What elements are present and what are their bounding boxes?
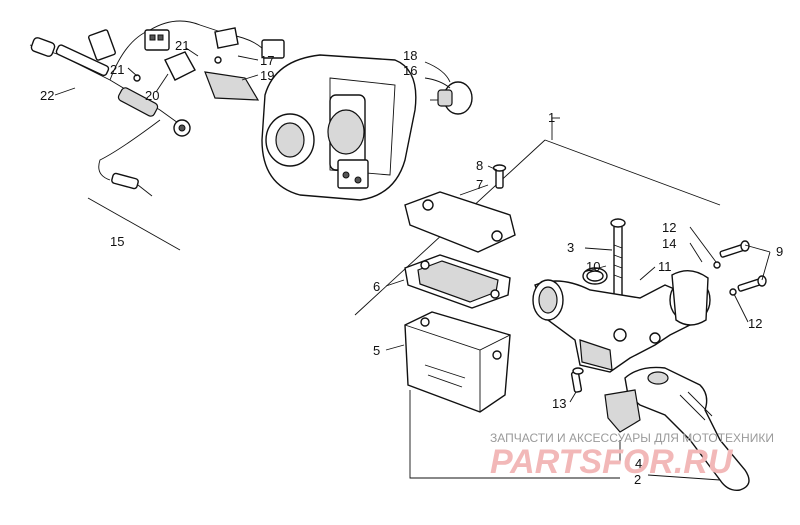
callout-1: 1 (548, 110, 555, 125)
callout-21-left: 21 (110, 62, 124, 77)
callout-18: 18 (403, 48, 417, 63)
callout-21-top: 21 (175, 38, 189, 53)
callout-4: 4 (635, 456, 642, 471)
callout-2: 2 (634, 472, 641, 487)
callout-6: 6 (373, 279, 380, 294)
callout-13: 13 (552, 396, 566, 411)
reservoir-body (404, 311, 511, 413)
callout-8: 8 (476, 158, 483, 173)
brake-lever (604, 366, 750, 491)
switch-housing (261, 54, 417, 201)
callout-22: 22 (40, 88, 54, 103)
callout-labels: 1 2 3 4 5 6 7 8 9 10 11 12 12 13 14 15 1… (40, 38, 783, 487)
callout-12-top: 12 (662, 220, 676, 235)
callout-5: 5 (373, 343, 380, 358)
switch-knob (430, 81, 473, 115)
reservoir-diaphragm (404, 254, 511, 309)
callout-15: 15 (110, 234, 124, 249)
master-cylinder-body (532, 270, 711, 373)
wiring-harness (29, 20, 285, 197)
callout-14: 14 (662, 236, 676, 251)
callout-19: 19 (260, 68, 274, 83)
callout-17: 17 (260, 53, 274, 68)
watermark: ЗАПЧАСТИ И АКСЕССУАРЫ ДЛЯ МОТОТЕХНИКИ PA… (490, 431, 774, 481)
callout-11: 11 (658, 259, 672, 274)
callout-12-bottom: 12 (748, 316, 762, 331)
watermark-brand: PARTSFOR.RU (490, 443, 734, 481)
reservoir-cover (404, 191, 516, 253)
watermark-caption: ЗАПЧАСТИ И АКСЕССУАРЫ ДЛЯ МОТОТЕХНИКИ (490, 431, 774, 445)
o-ring (582, 267, 608, 285)
leader-lines (54, 47, 771, 481)
callout-10: 10 (586, 259, 600, 274)
lever-screw (570, 367, 584, 393)
callout-20: 20 (145, 88, 159, 103)
callout-7: 7 (476, 177, 483, 192)
callout-9: 9 (776, 244, 783, 259)
callout-16: 16 (403, 63, 417, 78)
callout-3: 3 (567, 240, 574, 255)
cover-screw (492, 164, 507, 189)
clamp-screws (713, 240, 767, 296)
